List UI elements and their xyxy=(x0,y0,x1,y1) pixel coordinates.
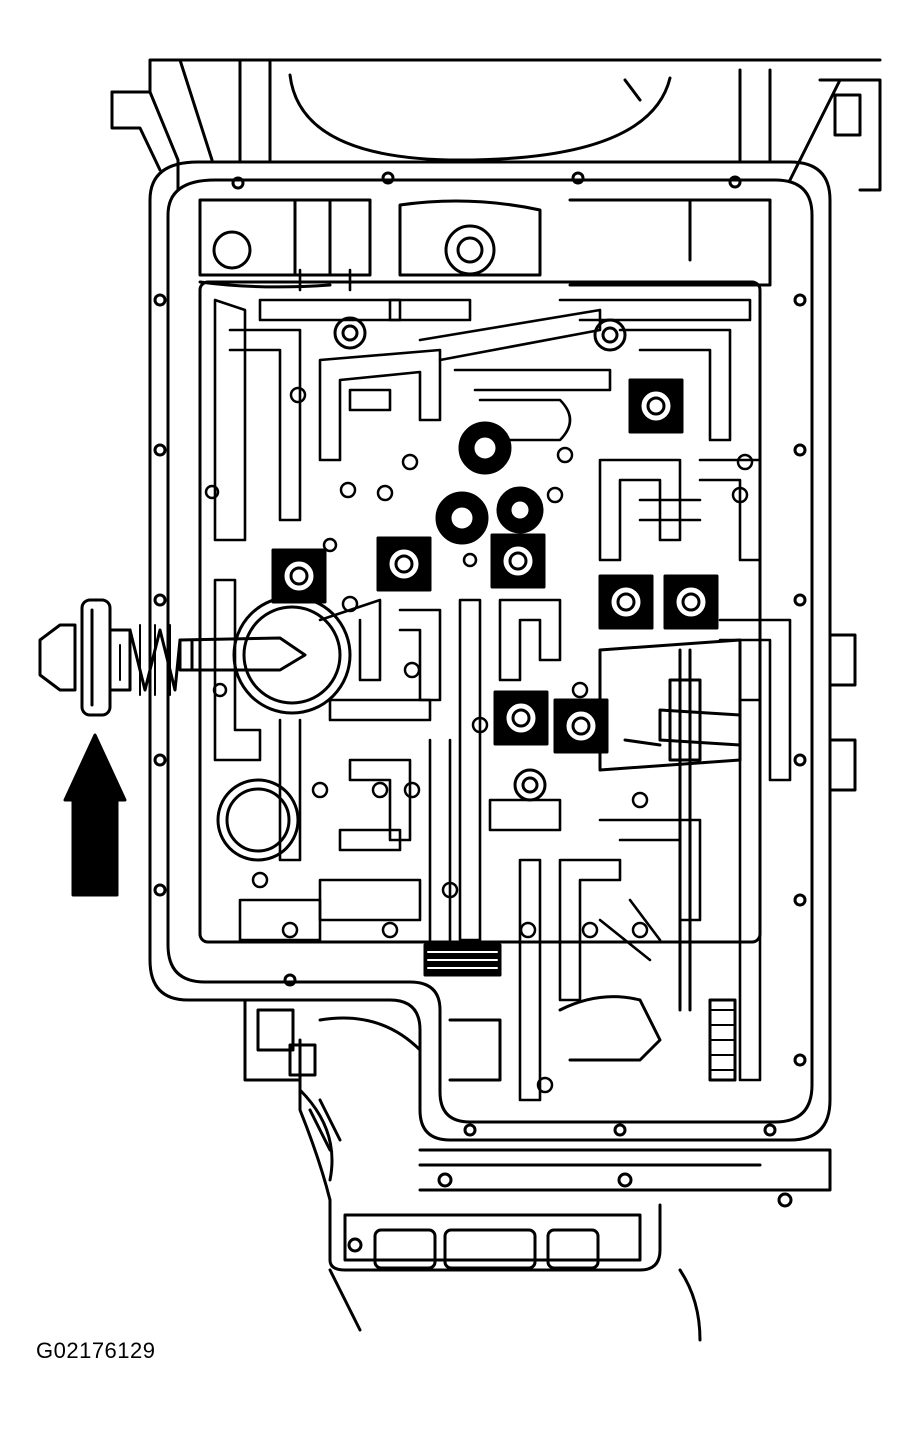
up-arrow-icon xyxy=(63,733,127,897)
solenoid-housings xyxy=(271,378,719,754)
servo-bores xyxy=(216,595,352,862)
gasket-bolt-holes xyxy=(153,171,807,1137)
transmission-extension xyxy=(243,995,832,1342)
valve-body-diagram xyxy=(38,58,882,1342)
valve-body-bolts xyxy=(333,316,627,802)
transmission-case-top xyxy=(110,58,882,192)
figure-id-label: G02176129 xyxy=(36,1338,156,1363)
small-ports xyxy=(204,386,754,1094)
spring-tool xyxy=(38,598,307,717)
valve-body-cover-outline xyxy=(148,160,832,1142)
manual-valve-linkage xyxy=(598,633,857,1082)
separator-plate xyxy=(198,280,762,944)
filter-grille xyxy=(423,943,502,977)
upper-casting xyxy=(198,198,772,287)
fluid-passages xyxy=(198,268,792,1102)
